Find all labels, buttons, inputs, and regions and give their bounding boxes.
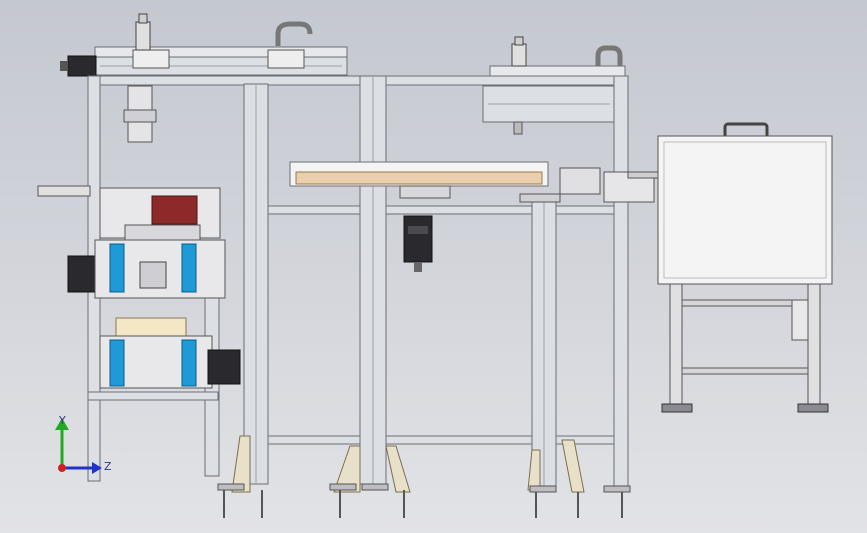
right-linear-module[interactable] — [482, 36, 626, 135]
top-linear-module[interactable] — [60, 13, 348, 77]
rotary-table[interactable] — [289, 161, 665, 203]
leveling-feet[interactable] — [217, 435, 631, 518]
servo-motor[interactable] — [403, 215, 433, 272]
z-axis-label: Z — [104, 460, 112, 473]
left-lift-module[interactable] — [37, 85, 241, 401]
vertical-frame-posts[interactable] — [87, 75, 629, 487]
y-axis-arrow-icon — [55, 418, 69, 468]
control-cabinet[interactable] — [657, 122, 833, 413]
y-axis-label: Y — [59, 414, 66, 427]
x-axis-arrow-icon — [58, 464, 66, 472]
z-axis-arrow-icon — [62, 462, 102, 474]
coordinate-triad — [55, 418, 102, 474]
